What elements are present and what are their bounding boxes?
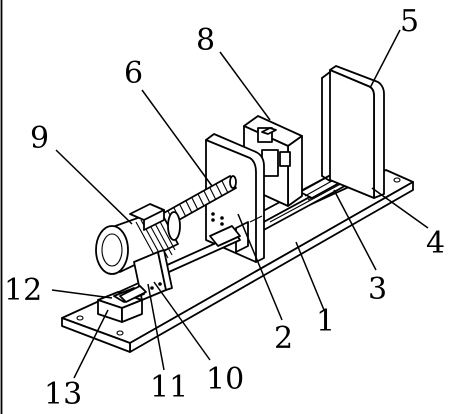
leader-1 [295, 241, 325, 311]
callout-8: 8 [196, 23, 215, 58]
leader-12 [51, 289, 113, 299]
leader-13 [73, 309, 109, 379]
leader-lines [51, 29, 429, 379]
callout-2: 2 [274, 321, 293, 356]
callout-5: 5 [400, 4, 419, 39]
callout-6: 6 [124, 56, 143, 91]
callout-1: 1 [316, 304, 335, 339]
motor [95, 203, 181, 275]
leader-10 [153, 281, 211, 361]
callout-4: 4 [426, 226, 445, 261]
leader-4 [371, 187, 429, 229]
callout-11: 11 [150, 370, 188, 405]
leader-11 [147, 283, 165, 371]
callout-9: 9 [30, 121, 49, 156]
leader-9 [55, 149, 133, 225]
leader-3 [333, 189, 377, 271]
leader-8 [219, 51, 271, 121]
leader-2 [237, 213, 283, 321]
leader-6 [141, 89, 213, 187]
callout-3: 3 [368, 272, 387, 307]
clamp-block [243, 115, 303, 207]
callout-10: 10 [206, 362, 244, 397]
callout-13: 13 [44, 377, 82, 412]
bearing-seat [97, 285, 147, 323]
callout-labels: 5 8 6 9 4 3 1 2 12 13 11 10 [4, 4, 445, 412]
leader-5 [369, 29, 401, 89]
callout-12: 12 [4, 273, 42, 308]
end-plate [321, 65, 385, 199]
